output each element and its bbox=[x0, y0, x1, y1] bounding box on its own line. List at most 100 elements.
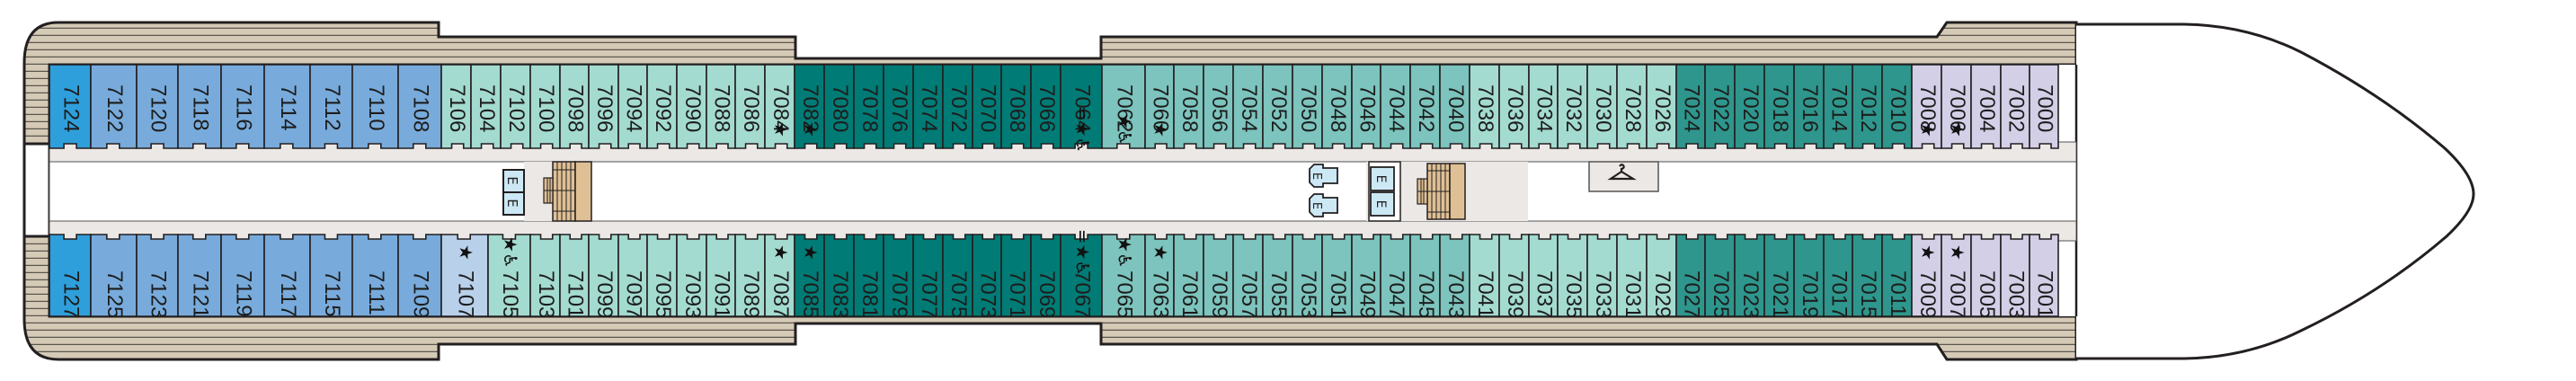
cabin[interactable]: 7121 bbox=[177, 234, 222, 318]
aft-stairs-icon[interactable] bbox=[543, 161, 592, 222]
cabin[interactable]: 7020 bbox=[1734, 64, 1765, 149]
cabin[interactable]: 7043 bbox=[1439, 234, 1470, 318]
cabin[interactable]: 7006★ bbox=[1941, 64, 1972, 149]
cabin[interactable]: 7073 bbox=[972, 234, 1002, 318]
cabin[interactable]: 7107★ bbox=[440, 234, 489, 318]
cabin[interactable]: 7091 bbox=[706, 234, 736, 318]
cabin[interactable]: 7012 bbox=[1852, 64, 1883, 149]
cabin[interactable]: 7062★♿ bbox=[1101, 64, 1146, 149]
cabin[interactable]: 7097 bbox=[617, 234, 648, 318]
cabin[interactable]: 7124 bbox=[49, 64, 92, 149]
cabin[interactable]: 7055 bbox=[1262, 234, 1293, 318]
cabin[interactable]: 7016 bbox=[1793, 64, 1825, 149]
cabin[interactable]: 7089 bbox=[734, 234, 766, 318]
cabin[interactable]: 7057 bbox=[1232, 234, 1264, 318]
cabin[interactable]: 7007★ bbox=[1941, 234, 1972, 318]
cabin[interactable]: 7060★ bbox=[1144, 64, 1175, 149]
cabin[interactable]: 7047 bbox=[1380, 234, 1411, 318]
cabin[interactable]: 7030 bbox=[1586, 64, 1618, 149]
cabin[interactable]: 7029 bbox=[1646, 234, 1677, 318]
cabin[interactable]: 7090 bbox=[676, 64, 707, 149]
cabin[interactable]: 7052 bbox=[1262, 64, 1293, 149]
cabin[interactable]: 7093 bbox=[676, 234, 707, 318]
cabin[interactable]: 7035 bbox=[1557, 234, 1588, 318]
cabin[interactable]: 7008★ bbox=[1911, 64, 1942, 149]
cabin[interactable]: 7085★ bbox=[794, 234, 825, 318]
cabin[interactable]: 7111 bbox=[351, 234, 399, 317]
cabin[interactable]: 7004 bbox=[1970, 64, 2002, 149]
cabin[interactable]: 7088 bbox=[706, 64, 736, 149]
cabin[interactable]: 7122 bbox=[90, 64, 138, 149]
cabin[interactable]: 7019 bbox=[1793, 234, 1825, 318]
cabin[interactable]: 7100 bbox=[529, 64, 561, 149]
cabin[interactable]: 7127 bbox=[49, 234, 92, 318]
cabin[interactable]: 7068 bbox=[1000, 64, 1032, 149]
cabin[interactable]: 7110 bbox=[351, 64, 399, 149]
cabin[interactable]: 7002 bbox=[2000, 64, 2030, 149]
cabin[interactable]: 7063★ bbox=[1144, 234, 1175, 318]
cabin[interactable]: 7023 bbox=[1734, 234, 1765, 318]
cabin[interactable]: 7109 bbox=[397, 234, 442, 318]
cabin[interactable]: 7000 bbox=[2029, 64, 2059, 149]
cabin[interactable]: 7059 bbox=[1203, 234, 1234, 318]
cabin[interactable]: 7056 bbox=[1203, 64, 1234, 149]
cabin[interactable]: 7064=★♿ bbox=[1060, 64, 1103, 153]
cabin[interactable]: 7095 bbox=[646, 234, 678, 318]
cabin[interactable]: 7069 bbox=[1030, 234, 1061, 318]
cabin[interactable]: 7094 bbox=[617, 64, 648, 149]
cabin[interactable]: 7044 bbox=[1380, 64, 1411, 149]
cabin[interactable]: 7117 bbox=[263, 234, 311, 317]
cabin[interactable]: 7042 bbox=[1409, 64, 1441, 149]
launderette[interactable] bbox=[1588, 161, 1659, 192]
cabin[interactable]: 7074 bbox=[912, 64, 944, 149]
cabin[interactable]: 7061 bbox=[1173, 234, 1204, 318]
cabin[interactable]: 7036 bbox=[1498, 64, 1530, 149]
cabin[interactable]: 7082★ bbox=[794, 64, 825, 149]
cabin[interactable]: 7079 bbox=[883, 234, 914, 318]
cabin[interactable]: 7009★ bbox=[1911, 234, 1942, 318]
mid-side-elevator-bank[interactable]: E E bbox=[1309, 164, 1338, 217]
cabin[interactable]: 7040 bbox=[1439, 64, 1470, 149]
cabin[interactable]: 7106 bbox=[440, 64, 472, 149]
cabin[interactable]: 7119 bbox=[220, 234, 265, 317]
cabin[interactable]: 7083 bbox=[823, 234, 855, 318]
cabin[interactable]: 7025 bbox=[1704, 234, 1736, 318]
cabin[interactable]: 7096 bbox=[588, 64, 619, 149]
cabin[interactable]: 7039 bbox=[1498, 234, 1530, 318]
cabin[interactable]: 7053 bbox=[1292, 234, 1323, 318]
cabin[interactable]: 7072 bbox=[942, 64, 973, 149]
cabin[interactable]: 7105★♿ bbox=[487, 234, 531, 318]
cabin[interactable]: 7015 bbox=[1852, 234, 1883, 318]
cabin[interactable]: 7087★ bbox=[764, 234, 795, 318]
cabin[interactable]: 7049 bbox=[1351, 234, 1381, 318]
aft-elevator-bank[interactable]: E E bbox=[502, 169, 525, 216]
cabin[interactable]: 7123 bbox=[136, 234, 179, 318]
cabin[interactable]: 7108 bbox=[397, 64, 442, 149]
cabin[interactable]: 7017 bbox=[1823, 234, 1853, 318]
cabin[interactable]: 7065★♿ bbox=[1101, 234, 1146, 318]
cabin[interactable]: 7101 bbox=[559, 234, 590, 318]
cabin[interactable]: 7018 bbox=[1763, 64, 1795, 149]
cabin[interactable]: 7114 bbox=[263, 64, 311, 149]
cabin[interactable]: 7070 bbox=[972, 64, 1002, 149]
cabin[interactable]: 7032 bbox=[1557, 64, 1588, 149]
cabin[interactable]: 7075 bbox=[942, 234, 973, 318]
cabin[interactable]: 7080 bbox=[823, 64, 855, 149]
cabin[interactable]: 7027 bbox=[1675, 234, 1706, 318]
mid-elevator-bank[interactable]: E E bbox=[1368, 161, 1401, 222]
cabin[interactable]: 7024 bbox=[1675, 64, 1706, 149]
cabin[interactable]: 7058 bbox=[1173, 64, 1204, 149]
cabin[interactable]: 7102 bbox=[500, 64, 531, 149]
cabin[interactable]: 7011 bbox=[1881, 234, 1913, 317]
cabin[interactable]: 7081 bbox=[853, 234, 884, 318]
cabin[interactable]: 7048 bbox=[1321, 64, 1353, 149]
cabin[interactable]: 7001 bbox=[2029, 234, 2059, 318]
cabin[interactable]: 7067=★♿ bbox=[1060, 229, 1103, 319]
cabin[interactable]: 7066 bbox=[1030, 64, 1061, 149]
cabin[interactable]: 7021 bbox=[1763, 234, 1795, 318]
cabin[interactable]: 7022 bbox=[1704, 64, 1736, 149]
cabin[interactable]: 7045 bbox=[1409, 234, 1441, 318]
cabin[interactable]: 7014 bbox=[1823, 64, 1853, 149]
cabin[interactable]: 7010 bbox=[1881, 64, 1913, 149]
cabin[interactable]: 7005 bbox=[1970, 234, 2002, 318]
